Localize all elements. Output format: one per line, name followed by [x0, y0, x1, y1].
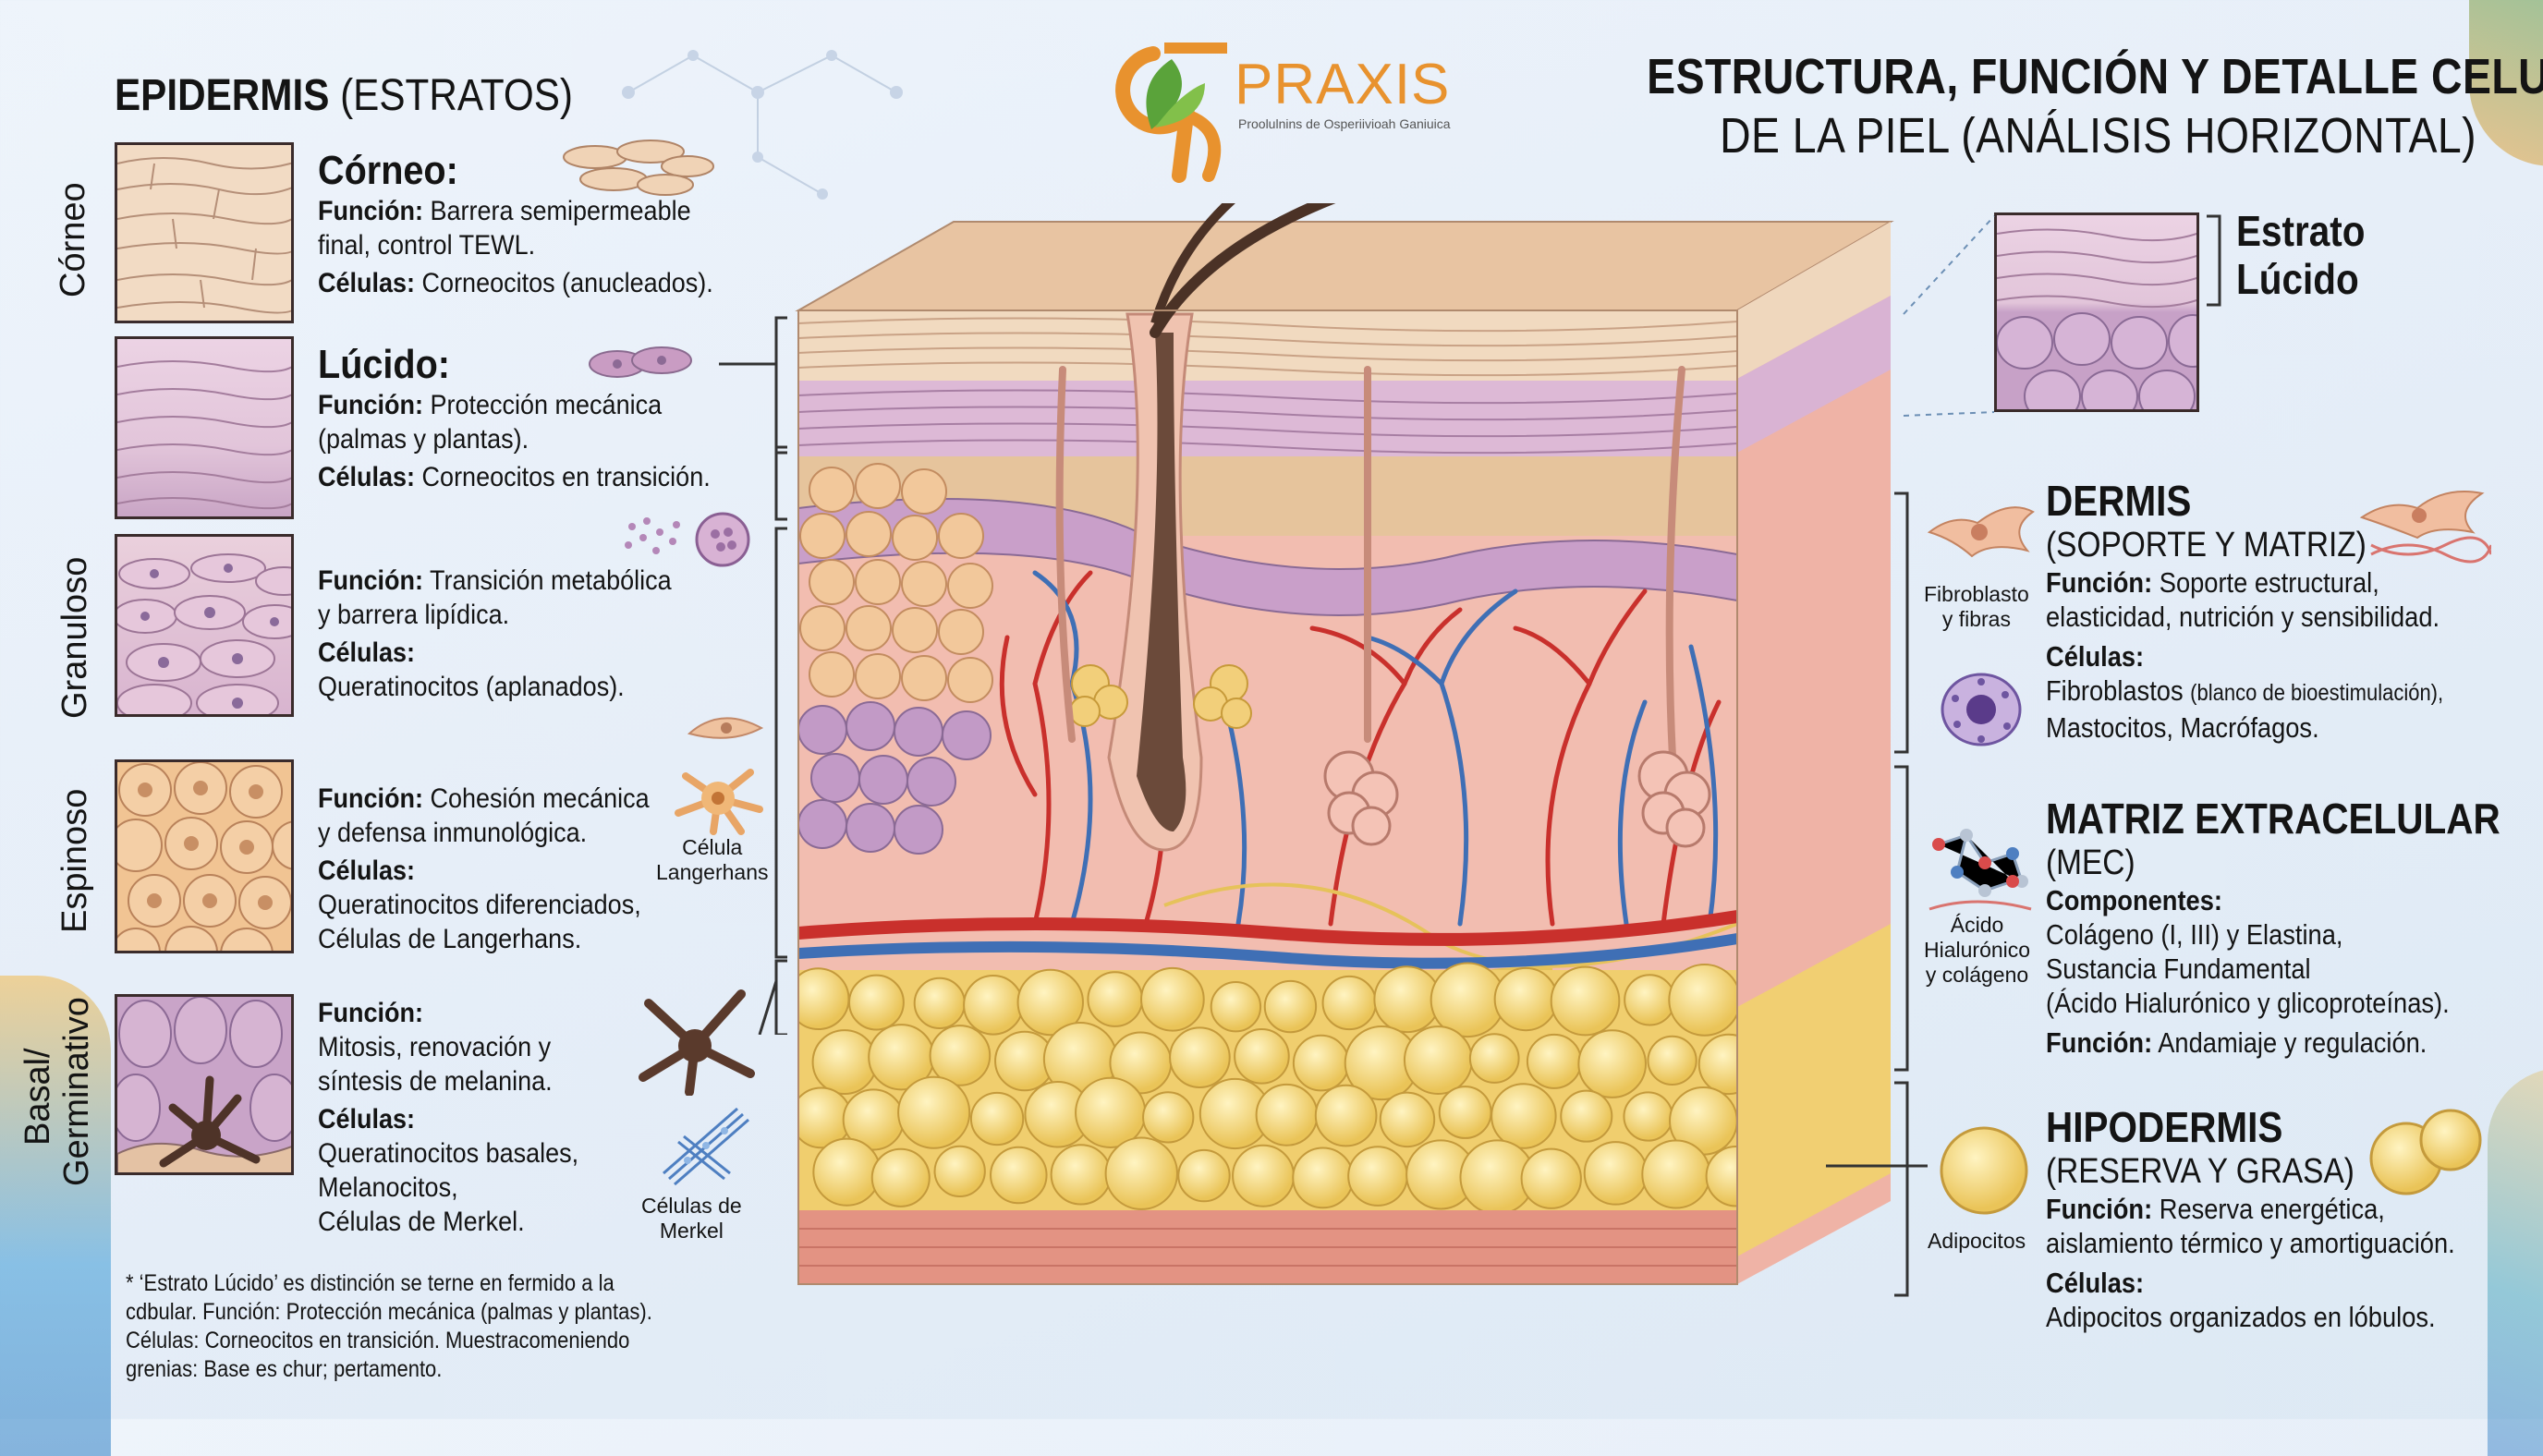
layer-corneum: [798, 310, 1737, 381]
mec-heading: MATRIZ EXTRACELULAR: [2046, 795, 2500, 843]
layer-brackets-right: [1894, 491, 1909, 1297]
molecule-decoration: [622, 50, 903, 200]
epidermis-heading: EPIDERMIS (ESTRATOS): [115, 71, 574, 120]
praxis-logo-icon: [1115, 42, 1227, 183]
mast-cell-icon: [1941, 673, 2022, 746]
side-label-corneo: Córneo: [54, 182, 92, 297]
hipodermis-info: HIPODERMIS (RESERVA Y GRASA) Función: Re…: [2046, 1103, 2455, 1333]
side-label-granuloso: Granuloso: [55, 556, 94, 719]
swatch-granuloso: [115, 534, 294, 717]
swatch-espinoso: [115, 759, 294, 953]
granuloso-info: Función: Transición metabólica y barrera…: [318, 565, 672, 702]
layer-brackets-left: [719, 316, 787, 1035]
espinoso-info: Función: Cohesión mecánica y defensa inm…: [318, 783, 650, 954]
title-line-2: DE LA PIEL (ANÁLISIS HORIZONTAL): [1720, 108, 2476, 164]
adipocyte-label: Adipocitos: [1928, 1229, 2026, 1253]
adipocyte-icon: [1940, 1126, 2028, 1215]
melanocyte-icon: [639, 989, 755, 1096]
estrato-lucido-inset: [1994, 212, 2199, 412]
langerhans-cell-icon: [675, 769, 763, 835]
corneo-info: Córneo: Función: Barrera semipermeable f…: [318, 148, 713, 298]
corner-decoration-left: [0, 976, 111, 1456]
lucido-name: Lúcido:: [318, 342, 450, 387]
side-label-espinoso: Espinoso: [55, 788, 94, 933]
fibroblast-icon: [1927, 506, 2035, 558]
granule-icon: [625, 512, 750, 567]
hyaluronic-acid-icon: [1929, 829, 2032, 911]
merkel-cell-icon: [663, 1107, 749, 1186]
side-label-basal: Basal/: [18, 1048, 57, 1146]
corneo-name: Córneo:: [318, 148, 458, 193]
flattened-keratinocyte-icon: [687, 717, 764, 739]
page-title: ESTRUCTURA, FUNCIÓN Y DETALLE CELULAR DE…: [1512, 48, 2543, 164]
lucido-cell-icon: [589, 346, 692, 378]
dermis-info: DERMIS (SOPORTE Y MATRIZ) Función: Sopor…: [2046, 477, 2444, 744]
swatch-basal: [115, 994, 294, 1175]
basal-info: Función: Mitosis, renovación y síntesis …: [318, 998, 579, 1237]
skin-block-illustration: [795, 203, 1894, 1285]
hair-shaft: [1150, 203, 1336, 338]
inset-connector: [1903, 214, 2221, 417]
fibroblast-fibers-icon: [2359, 491, 2491, 564]
logo-name: PRAXIS: [1235, 53, 1451, 116]
side-label-germinativo: Germinativo: [57, 997, 96, 1186]
hipodermis-heading: HIPODERMIS: [2046, 1103, 2283, 1151]
logo-subtitle: Proolulnins de Osperiivioah Ganiuica: [1238, 116, 1451, 131]
footnote: * ‘Estrato Lúcido’ es distinción se tern…: [126, 1270, 652, 1382]
dermis-heading: DERMIS: [2046, 477, 2192, 525]
corneocyte-icon: [563, 140, 714, 196]
corner-decoration-bottom-right: [2488, 1068, 2543, 1456]
swatch-lucido: [115, 336, 294, 519]
swatch-corneo: [115, 142, 294, 323]
mec-info: MATRIZ EXTRACELULAR (MEC) Componentes: C…: [2046, 795, 2500, 1059]
adipocytes-pair-icon: [2369, 1109, 2482, 1195]
title-line-1: ESTRUCTURA, FUNCIÓN Y DETALLE CELULAR: [1647, 49, 2543, 104]
skin-surface-top: [795, 221, 1894, 311]
hypodermis-pointer: [1826, 1164, 1928, 1168]
lucido-info: Lúcido: Función: Protección mecánica (pa…: [318, 342, 711, 492]
